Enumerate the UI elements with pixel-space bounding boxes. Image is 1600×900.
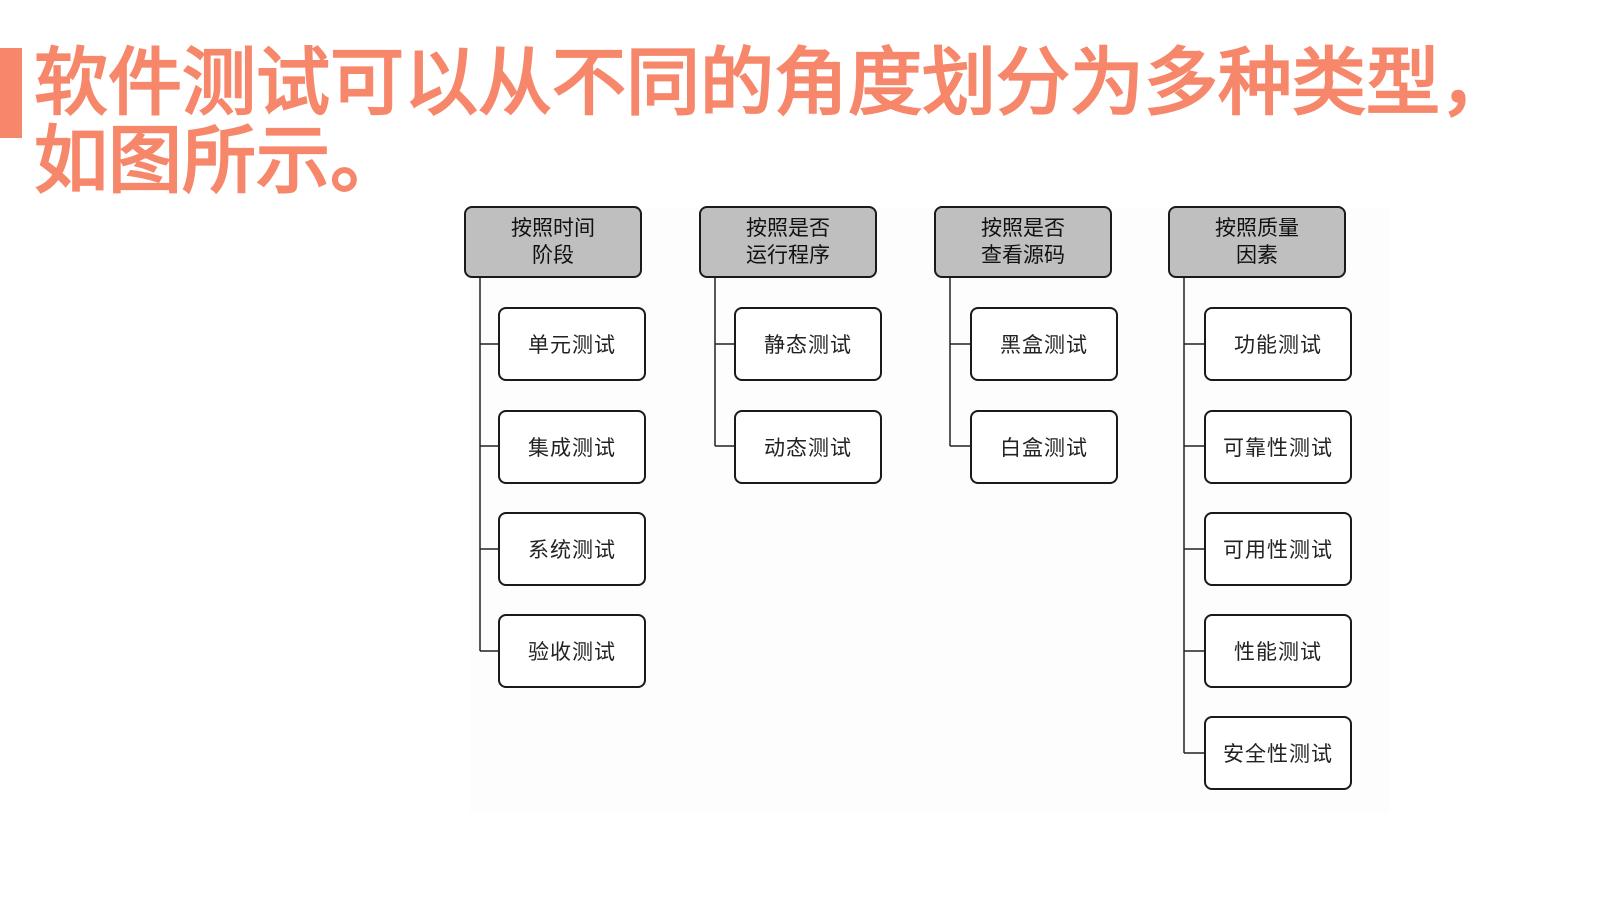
diagram-connector-lines [479, 278, 1204, 754]
leaf-label: 单元测试 [528, 333, 616, 357]
slide-title-line-2: 如图所示。 [34, 118, 404, 204]
leaf-label: 性能测试 [1234, 640, 1322, 664]
leaf-label: 安全性测试 [1223, 742, 1333, 766]
leaf-label: 白盒测试 [1000, 436, 1088, 460]
leaf-usability-test: 可用性测试 [1204, 512, 1352, 586]
leaf-acceptance-test: 验收测试 [498, 614, 646, 688]
leaf-label: 动态测试 [764, 436, 852, 460]
group-heading-view-source: 按照是否 查看源码 [934, 206, 1112, 278]
title-accent-bar [0, 48, 22, 138]
leaf-security-test: 安全性测试 [1204, 716, 1352, 790]
group-heading-run-program: 按照是否 运行程序 [699, 206, 877, 278]
leaf-reliability-test: 可靠性测试 [1204, 410, 1352, 484]
slide-title: 软件测试可以从不同的角度划分为多种类型， 如图所示。 [34, 44, 1554, 200]
leaf-label: 可用性测试 [1223, 538, 1333, 562]
group-heading-label: 按照是否 运行程序 [746, 216, 830, 267]
group-heading-label: 按照时间 阶段 [511, 216, 595, 267]
group-heading-label: 按照是否 查看源码 [981, 216, 1065, 267]
group-heading-label: 按照质量 因素 [1215, 216, 1299, 267]
leaf-unit-test: 单元测试 [498, 307, 646, 381]
leaf-functional-test: 功能测试 [1204, 307, 1352, 381]
slide-title-line-1: 软件测试可以从不同的角度划分为多种类型， [34, 40, 1514, 126]
leaf-label: 功能测试 [1234, 333, 1322, 357]
group-heading-time-stage: 按照时间 阶段 [464, 206, 642, 278]
leaf-performance-test: 性能测试 [1204, 614, 1352, 688]
leaf-black-box-test: 黑盒测试 [970, 307, 1118, 381]
leaf-dynamic-test: 动态测试 [734, 410, 882, 484]
leaf-label: 系统测试 [528, 538, 616, 562]
leaf-label: 可靠性测试 [1223, 436, 1333, 460]
leaf-label: 集成测试 [528, 436, 616, 460]
leaf-label: 验收测试 [528, 640, 616, 664]
group-heading-quality-factor: 按照质量 因素 [1168, 206, 1346, 278]
leaf-white-box-test: 白盒测试 [970, 410, 1118, 484]
leaf-static-test: 静态测试 [734, 307, 882, 381]
leaf-integration-test: 集成测试 [498, 410, 646, 484]
leaf-system-test: 系统测试 [498, 512, 646, 586]
test-type-tree-diagram: 按照时间 阶段 单元测试 集成测试 系统测试 验收测试 按照是否 运行程序 静态… [464, 206, 1390, 813]
leaf-label: 黑盒测试 [1000, 333, 1088, 357]
leaf-label: 静态测试 [764, 333, 852, 357]
